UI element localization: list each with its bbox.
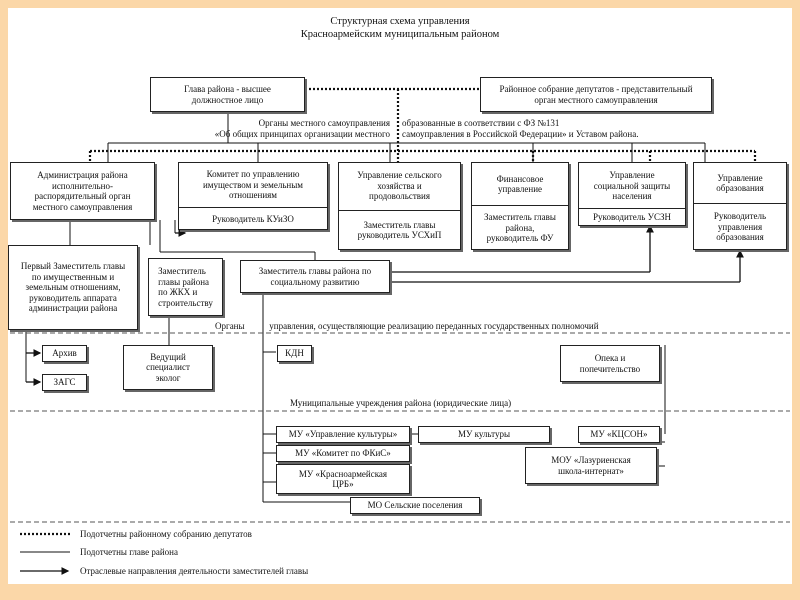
mu-kcson-box: МУ «КЦСОН» [578, 426, 660, 443]
kdn-box: КДН [277, 345, 312, 362]
kuizo-head: Руководитель КУиЗО [212, 213, 294, 224]
legend-lines [20, 532, 70, 575]
kuizo-title: Комитет по управлению имуществом и земел… [202, 169, 303, 201]
agriculture-box: Управление сельского хозяйства и продово… [338, 162, 461, 250]
legend-solid-label: Подотчетны главе района [80, 547, 178, 557]
institutions-caption: Муниципальные учреждения района (юридиче… [290, 398, 512, 408]
finance-box: Финансовое управление Заместитель главы … [471, 162, 569, 250]
social-protection-head: Руководитель УСЗН [593, 212, 671, 223]
guardianship-box: Опека и попечительство [560, 345, 660, 382]
mou-school-box: МОУ «Лазуриенская школа-интернат» [525, 447, 657, 484]
diagram-title: Структурная схема управления Красноармей… [300, 16, 500, 40]
finance-head: Заместитель главы района, руководитель Ф… [484, 212, 556, 244]
kuizo-box: Комитет по управлению имуществом и земел… [178, 162, 328, 230]
deputy-social-box: Заместитель главы района по социальному … [240, 260, 390, 293]
legend-arrow-label: Отраслевые направления деятельности заме… [80, 566, 309, 576]
social-protection-title: Управление социальной защиты населения [593, 170, 671, 202]
finance-title: Финансовое управление [496, 173, 544, 195]
deputy-zkh-box: Заместитель главы района по ЖКХ и строит… [148, 258, 223, 316]
state-powers-caption: Органы управления, осуществляющие реализ… [215, 321, 599, 331]
mu-kfis-box: МУ «Комитет по ФКиС» [276, 445, 410, 462]
first-deputy-box: Первый Заместитель главы по имущественны… [8, 245, 138, 330]
district-assembly-box: Районное собрание депутатов - представит… [480, 77, 712, 112]
administration-box: Администрация района исполнительно- расп… [10, 162, 155, 220]
mo-settlements-box: МО Сельские поселения [350, 497, 480, 514]
mu-crb-box: МУ «Красноармейская ЦРБ» [276, 464, 410, 494]
education-title: Управление образования [716, 172, 764, 194]
zags-box: ЗАГС [42, 374, 87, 391]
education-head: Руководитель управления образования [713, 211, 767, 243]
agriculture-title: Управление сельского хозяйства и продово… [357, 170, 442, 202]
social-protection-box: Управление социальной защиты населения Р… [578, 162, 686, 226]
agriculture-head: Заместитель главы руководитель УСХиП [357, 219, 442, 241]
mu-culture-box: МУ культуры [418, 426, 550, 443]
head-of-district-box: Глава района - высшее должностное лицо [150, 77, 305, 112]
organs-caption-left: Органы местного самоуправления «Об общих… [214, 118, 390, 139]
organs-caption-right: образованные в соответствии с ФЗ №131 са… [402, 118, 639, 139]
archive-box: Архив [42, 345, 87, 362]
legend-dotted-label: Подотчетны районному собранию депутатов [80, 529, 252, 539]
arrow-links [26, 224, 744, 386]
section-dividers [10, 332, 790, 523]
ecologist-box: Ведущий специалист эколог [123, 345, 213, 390]
education-box: Управление образования Руководитель упра… [693, 162, 787, 250]
mu-culture-dept-box: МУ «Управление культуры» [276, 426, 410, 443]
